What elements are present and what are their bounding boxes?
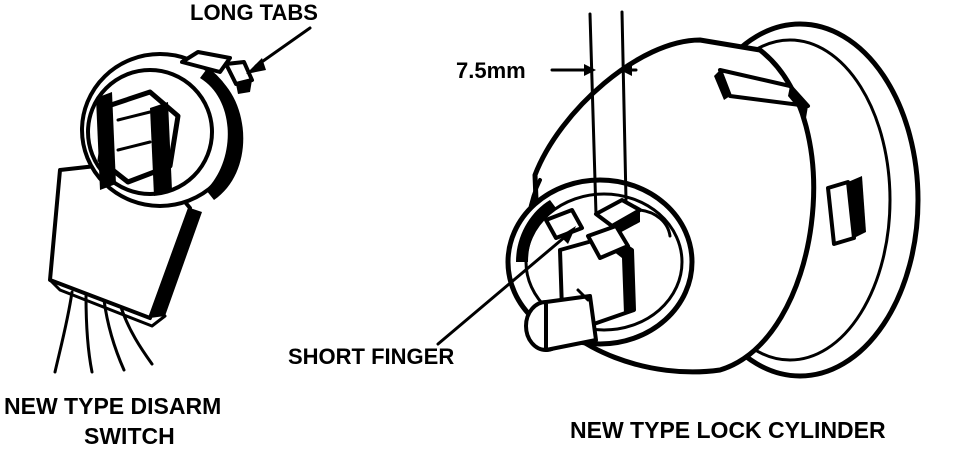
cylinder-shaft — [524, 234, 636, 352]
disarm-switch-caption-line1: NEW TYPE DISARM — [4, 393, 221, 419]
disarm-switch-drawing — [48, 26, 312, 374]
disarm-switch-caption-line2: SWITCH — [84, 423, 175, 449]
switch-boss — [96, 89, 181, 196]
dimension-label: 7.5mm — [456, 58, 526, 83]
switch-long-tabs — [180, 50, 254, 94]
long-tabs-leader — [246, 26, 312, 74]
lock-cylinder-drawing — [436, 10, 921, 379]
short-finger-leader — [436, 226, 576, 346]
short-finger-label: SHORT FINGER — [288, 344, 454, 369]
dimension-marker — [550, 10, 638, 216]
long-tabs-label: LONG TABS — [190, 0, 318, 25]
lock-cylinder-caption: NEW TYPE LOCK CYLINDER — [570, 417, 886, 443]
cylinder-side-lug — [826, 176, 866, 246]
cylinder-top-lug — [714, 68, 810, 118]
